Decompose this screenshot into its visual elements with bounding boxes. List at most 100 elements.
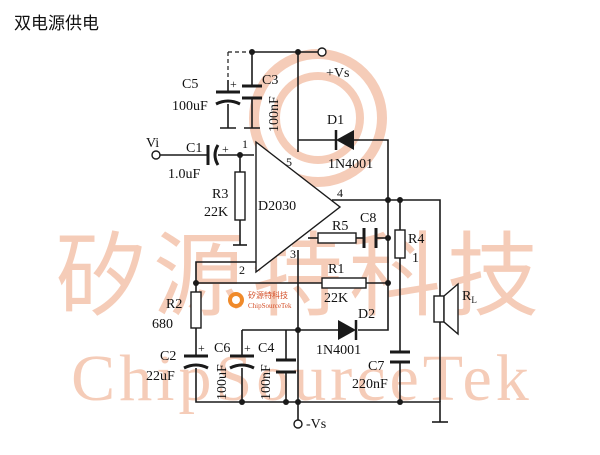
c7-value: 220nF (352, 377, 388, 392)
capacitor-c3 (242, 84, 262, 100)
logo-en-text: ChipSourceTek (248, 302, 292, 310)
junction-dot (385, 197, 391, 203)
junction-dot (397, 197, 403, 203)
c7-label: C7 (368, 359, 384, 374)
c2-value: 22uF (146, 369, 175, 384)
speaker-icon (433, 282, 459, 336)
logo-cn-text: 矽源特科技 (248, 290, 288, 300)
c1-plus-marker: + (222, 142, 229, 156)
c5-label: C5 (182, 77, 198, 92)
c1-value: 1.0uF (168, 167, 201, 182)
capacitor-c1 (206, 144, 220, 166)
d2-node-wire (358, 200, 389, 331)
junction-dot (249, 49, 255, 55)
c5-plate-bottom (215, 99, 241, 106)
c4-value: 100nF (259, 364, 274, 400)
capacitor-c7 (390, 350, 410, 364)
junction-dot (295, 327, 301, 333)
c2-label: C2 (160, 349, 176, 364)
d1-value: 1N4001 (328, 157, 373, 172)
capacitor-c5 (215, 90, 241, 106)
d2-label: D2 (358, 307, 375, 322)
vplus-label: +Vs (326, 66, 349, 81)
c8-label: C8 (360, 211, 376, 226)
c4-label: C4 (258, 341, 274, 356)
junction-dot (397, 399, 403, 405)
d1-label: D1 (327, 113, 344, 128)
capacitor-c4 (276, 358, 296, 374)
ground-symbols (220, 127, 448, 423)
r4-value: 1 (412, 251, 419, 266)
capacitor-c2 (183, 354, 209, 370)
junction-dot (193, 280, 199, 286)
logo-icon-core (232, 296, 240, 304)
vi-label: Vi (146, 136, 159, 151)
ground-rail (195, 368, 441, 422)
diode-d1 (334, 130, 354, 150)
watermark-ring-inner (272, 72, 364, 164)
pin1-label: 1 (242, 137, 248, 151)
r2-value: 680 (152, 317, 173, 332)
d1-cathode-wire (354, 139, 389, 200)
wires (160, 51, 441, 422)
c6-plus-marker: + (244, 341, 251, 355)
c5-plus-marker: + (230, 77, 237, 91)
r1-value: 22K (324, 291, 348, 306)
c1-plate-right (213, 144, 220, 166)
r4-label: R4 (408, 232, 424, 247)
capacitor-c8 (362, 228, 378, 248)
c6-label: C6 (214, 341, 230, 356)
capacitor-c6 (229, 354, 255, 370)
output-rail (332, 199, 441, 296)
pin5-label: 5 (286, 155, 292, 169)
chip-label: D2030 (258, 199, 296, 214)
amplifier-chip-symbol (255, 140, 342, 274)
junction-dot (239, 399, 245, 405)
junction-dot (295, 49, 301, 55)
watermark-en-text: ChipSourceTek (71, 342, 533, 415)
resistor-r5 (317, 232, 357, 244)
junction-dot (295, 399, 301, 405)
pin4-label: 4 (337, 186, 343, 200)
rl-label-main: R (462, 289, 472, 304)
d1-triangle (336, 130, 354, 150)
resistor-r4 (394, 229, 406, 259)
d2-value: 1N4001 (316, 343, 361, 358)
resistor-r1 (321, 277, 367, 289)
rl-label: RL (462, 289, 477, 305)
speaker-magnet (433, 295, 445, 323)
rl-label-sub: L (471, 295, 477, 305)
r5-label: R5 (332, 219, 348, 234)
vi-terminal (151, 150, 161, 160)
r1-label: R1 (328, 262, 344, 277)
speaker-cone (443, 282, 459, 336)
junction-dot (385, 280, 391, 286)
c5-value: 100uF (172, 99, 208, 114)
junction-dot (385, 235, 391, 241)
resistor-r2 (190, 291, 202, 329)
junction-dot (283, 399, 289, 405)
c1-label: C1 (186, 141, 202, 156)
d2-triangle (338, 320, 356, 340)
brand-logo: 矽源特科技 ChipSourceTek (228, 290, 292, 310)
c2-plate-bottom (183, 363, 209, 370)
r2-label: R2 (166, 297, 182, 312)
c6-plate-bottom (229, 363, 255, 370)
pin3-label: 3 (290, 247, 296, 261)
r3-value: 22K (204, 205, 228, 220)
c6-value: 100uF (215, 364, 230, 400)
vminus-terminal (293, 419, 303, 429)
c2-plus-marker: + (198, 341, 205, 355)
junction-dot (237, 152, 243, 158)
vplus-terminal (317, 47, 327, 57)
c3-value: 100nF (267, 96, 282, 132)
c3-label: C3 (262, 73, 278, 88)
watermark-cn-text: 矽源特科技 (55, 226, 545, 328)
r3-label: R3 (212, 187, 228, 202)
pin2-label: 2 (239, 263, 245, 277)
junctions (193, 49, 403, 405)
vminus-label: -Vs (306, 417, 326, 432)
diode-d2 (338, 320, 358, 340)
